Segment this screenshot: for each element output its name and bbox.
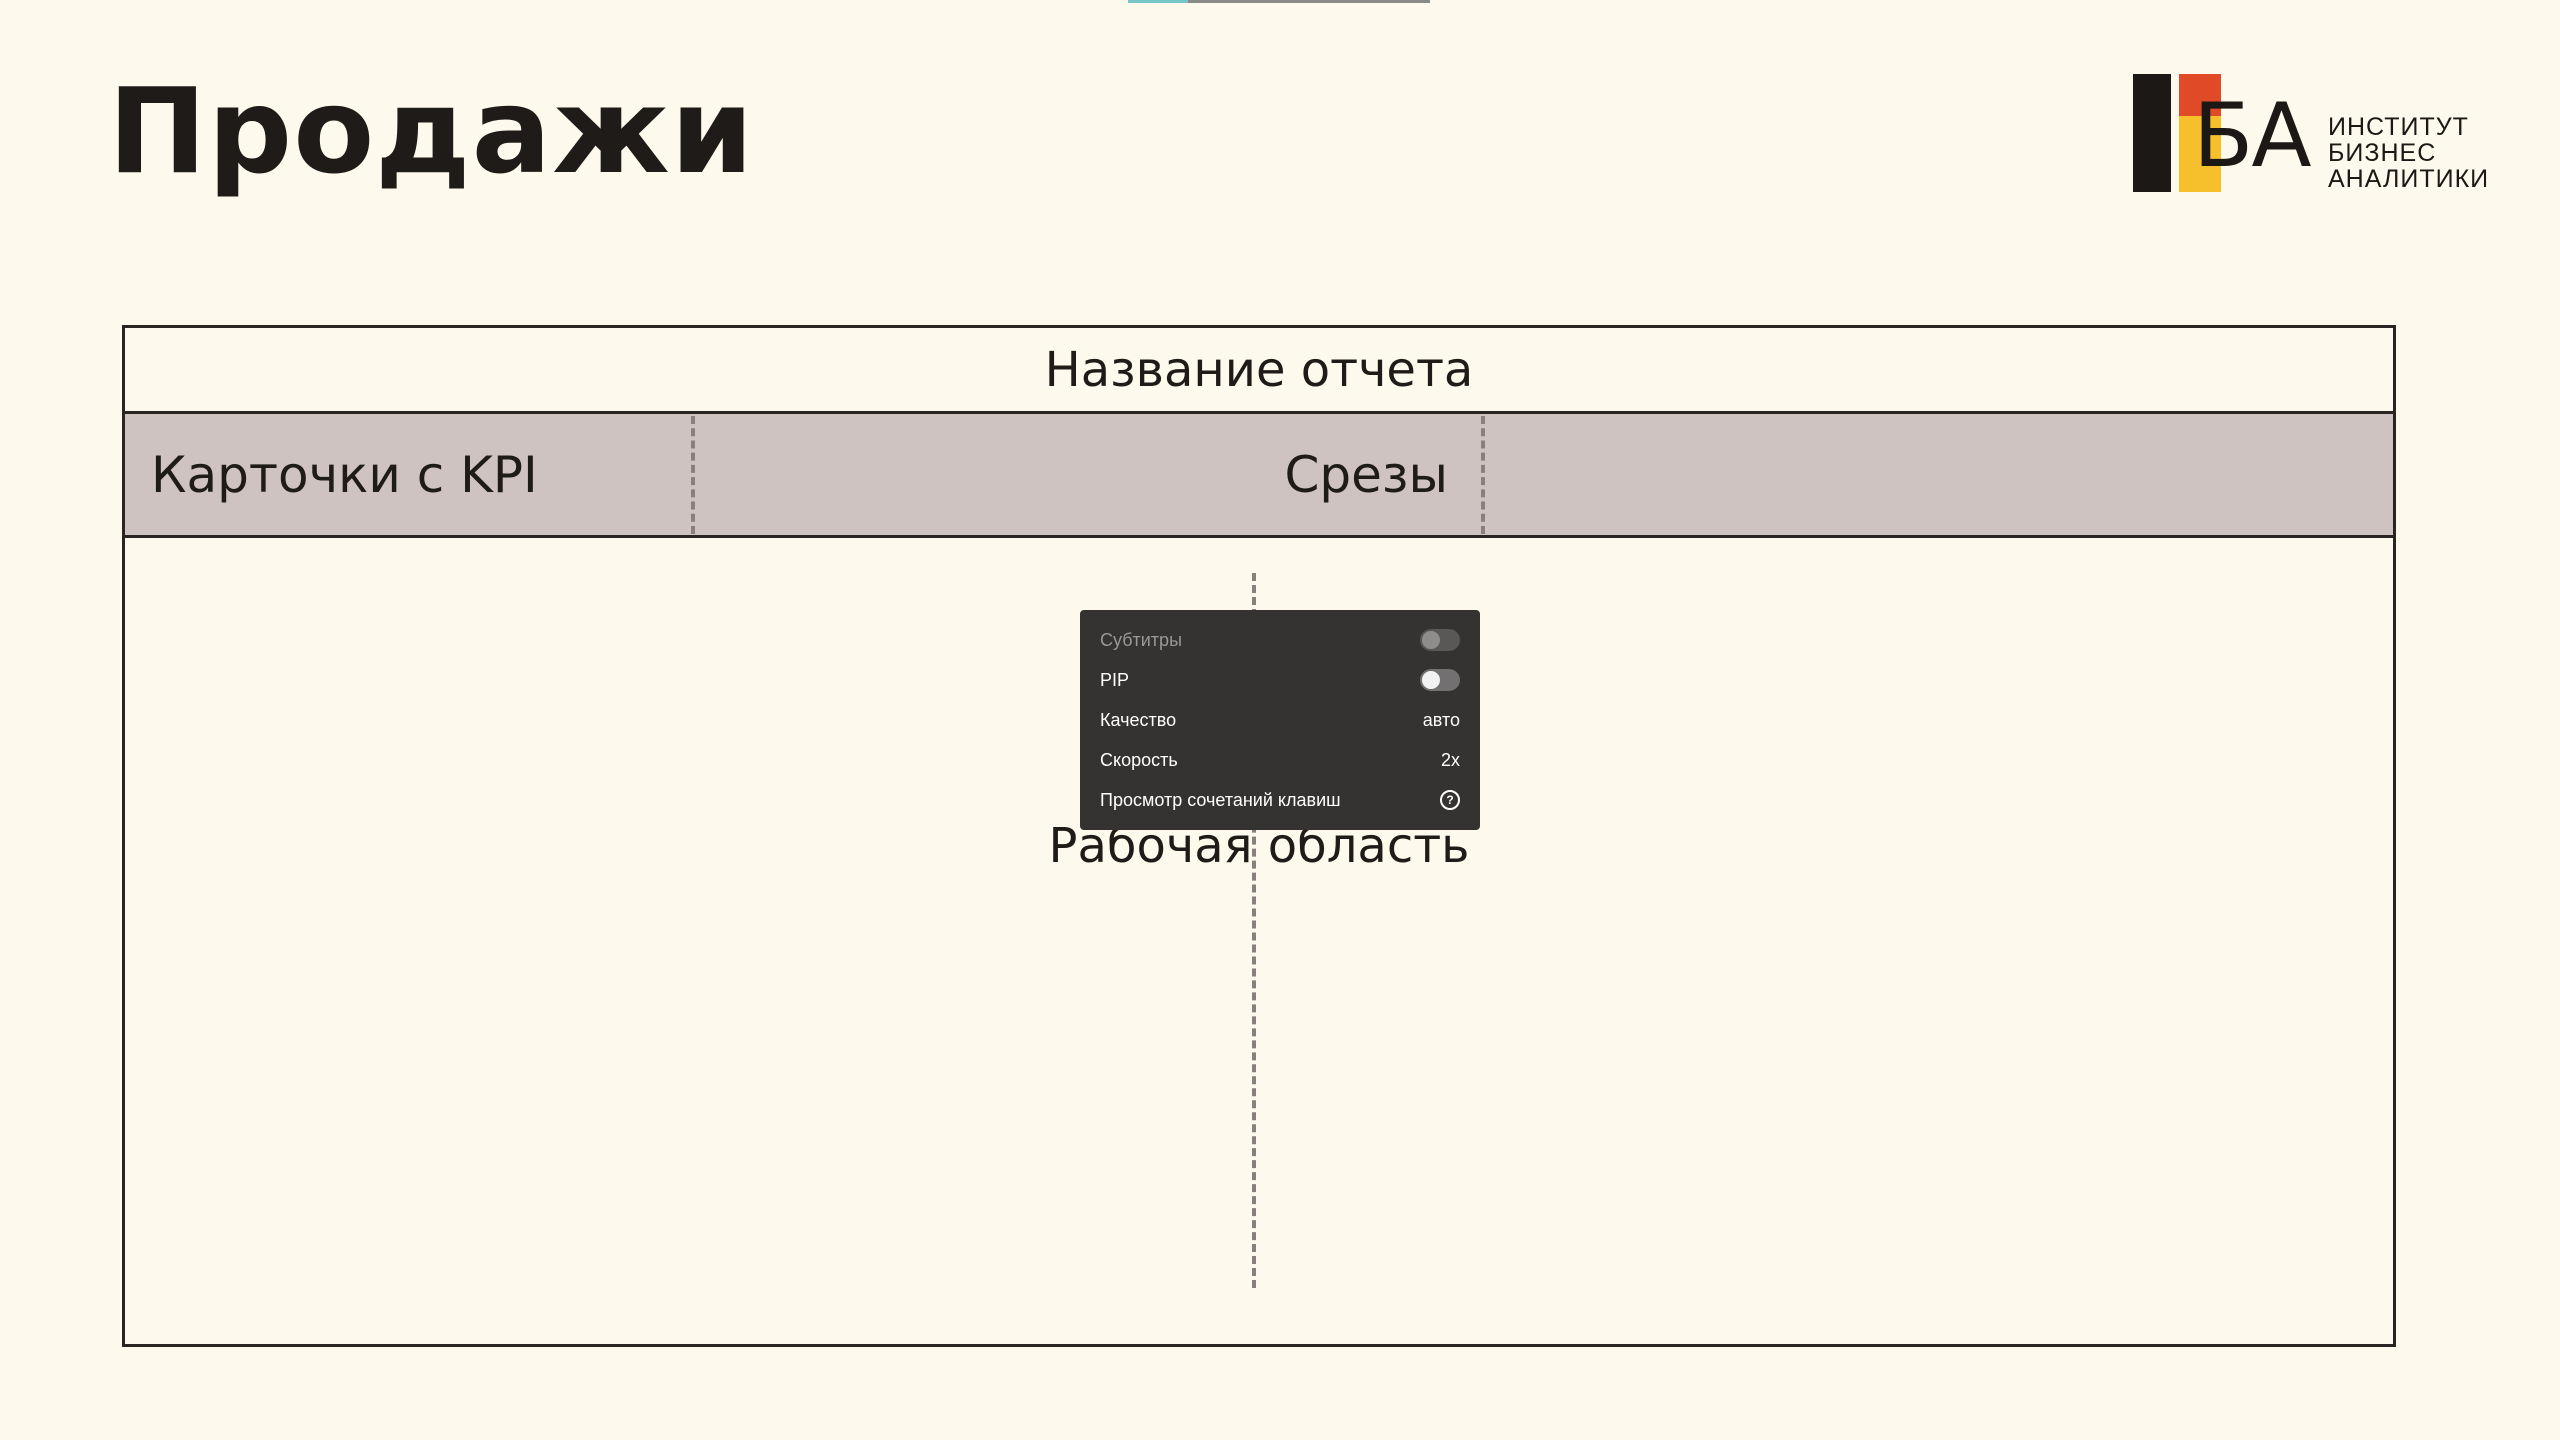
toggle-knob	[1422, 671, 1440, 689]
pip-toggle[interactable]	[1420, 669, 1460, 691]
kpi-cards-label: Карточки с KPI	[151, 445, 538, 504]
speed-label: Скорость	[1100, 749, 1178, 770]
logo-letters: БА	[2193, 84, 2312, 187]
kpi-divider-dashed	[691, 416, 695, 534]
workspace-divider-dashed	[1252, 573, 1256, 1288]
logo-line-1: ИНСТИТУТ	[2328, 113, 2469, 141]
quality-value: авто	[1422, 709, 1460, 730]
quality-label: Качество	[1100, 709, 1177, 730]
video-progress-fill	[1128, 0, 1189, 3]
menu-item-pip[interactable]: PIP	[1100, 660, 1460, 700]
slicers-label: Срезы	[1284, 445, 1448, 504]
report-title-row: Название отчета	[125, 328, 2393, 414]
slicers-divider-dashed	[1481, 416, 1485, 534]
menu-item-shortcuts[interactable]: Просмотр сочетаний клавиш ?	[1100, 780, 1460, 820]
speed-value: 2x	[1440, 749, 1460, 770]
menu-item-speed[interactable]: Скорость 2x	[1100, 740, 1460, 780]
subtitles-toggle[interactable]	[1420, 629, 1460, 651]
slide-title: Продажи	[108, 62, 755, 200]
subtitles-label: Субтитры	[1100, 629, 1183, 650]
logo-line-2: БИЗНЕС	[2328, 139, 2437, 167]
logo-org-name: ИНСТИТУТ БИЗНЕС АНАЛИТИКИ	[2328, 114, 2489, 192]
player-settings-menu: Субтитры PIP Качество авто Скорость 2x П…	[1080, 610, 1480, 830]
shortcuts-label: Просмотр сочетаний клавиш	[1100, 789, 1341, 810]
logo-dark-bar	[2133, 74, 2171, 192]
institute-logo: БА ИНСТИТУТ БИЗНЕС АНАЛИТИКИ	[2133, 74, 2488, 194]
kpi-slicers-band: Карточки с KPI Срезы	[125, 414, 2393, 538]
menu-item-quality[interactable]: Качество авто	[1100, 700, 1460, 740]
help-circle-icon: ?	[1440, 790, 1460, 810]
report-title: Название отчета	[1044, 341, 1474, 398]
report-layout-frame: Название отчета Карточки с KPI Срезы Раб…	[122, 325, 2396, 1347]
logo-line-3: АНАЛИТИКИ	[2328, 165, 2490, 193]
toggle-knob	[1422, 631, 1440, 649]
logo-yellow-bar	[2179, 116, 2221, 192]
logo-red-square	[2179, 74, 2221, 116]
pip-label: PIP	[1100, 669, 1130, 690]
video-progress-bar[interactable]	[1128, 0, 1430, 3]
menu-item-subtitles[interactable]: Субтитры	[1100, 620, 1460, 660]
